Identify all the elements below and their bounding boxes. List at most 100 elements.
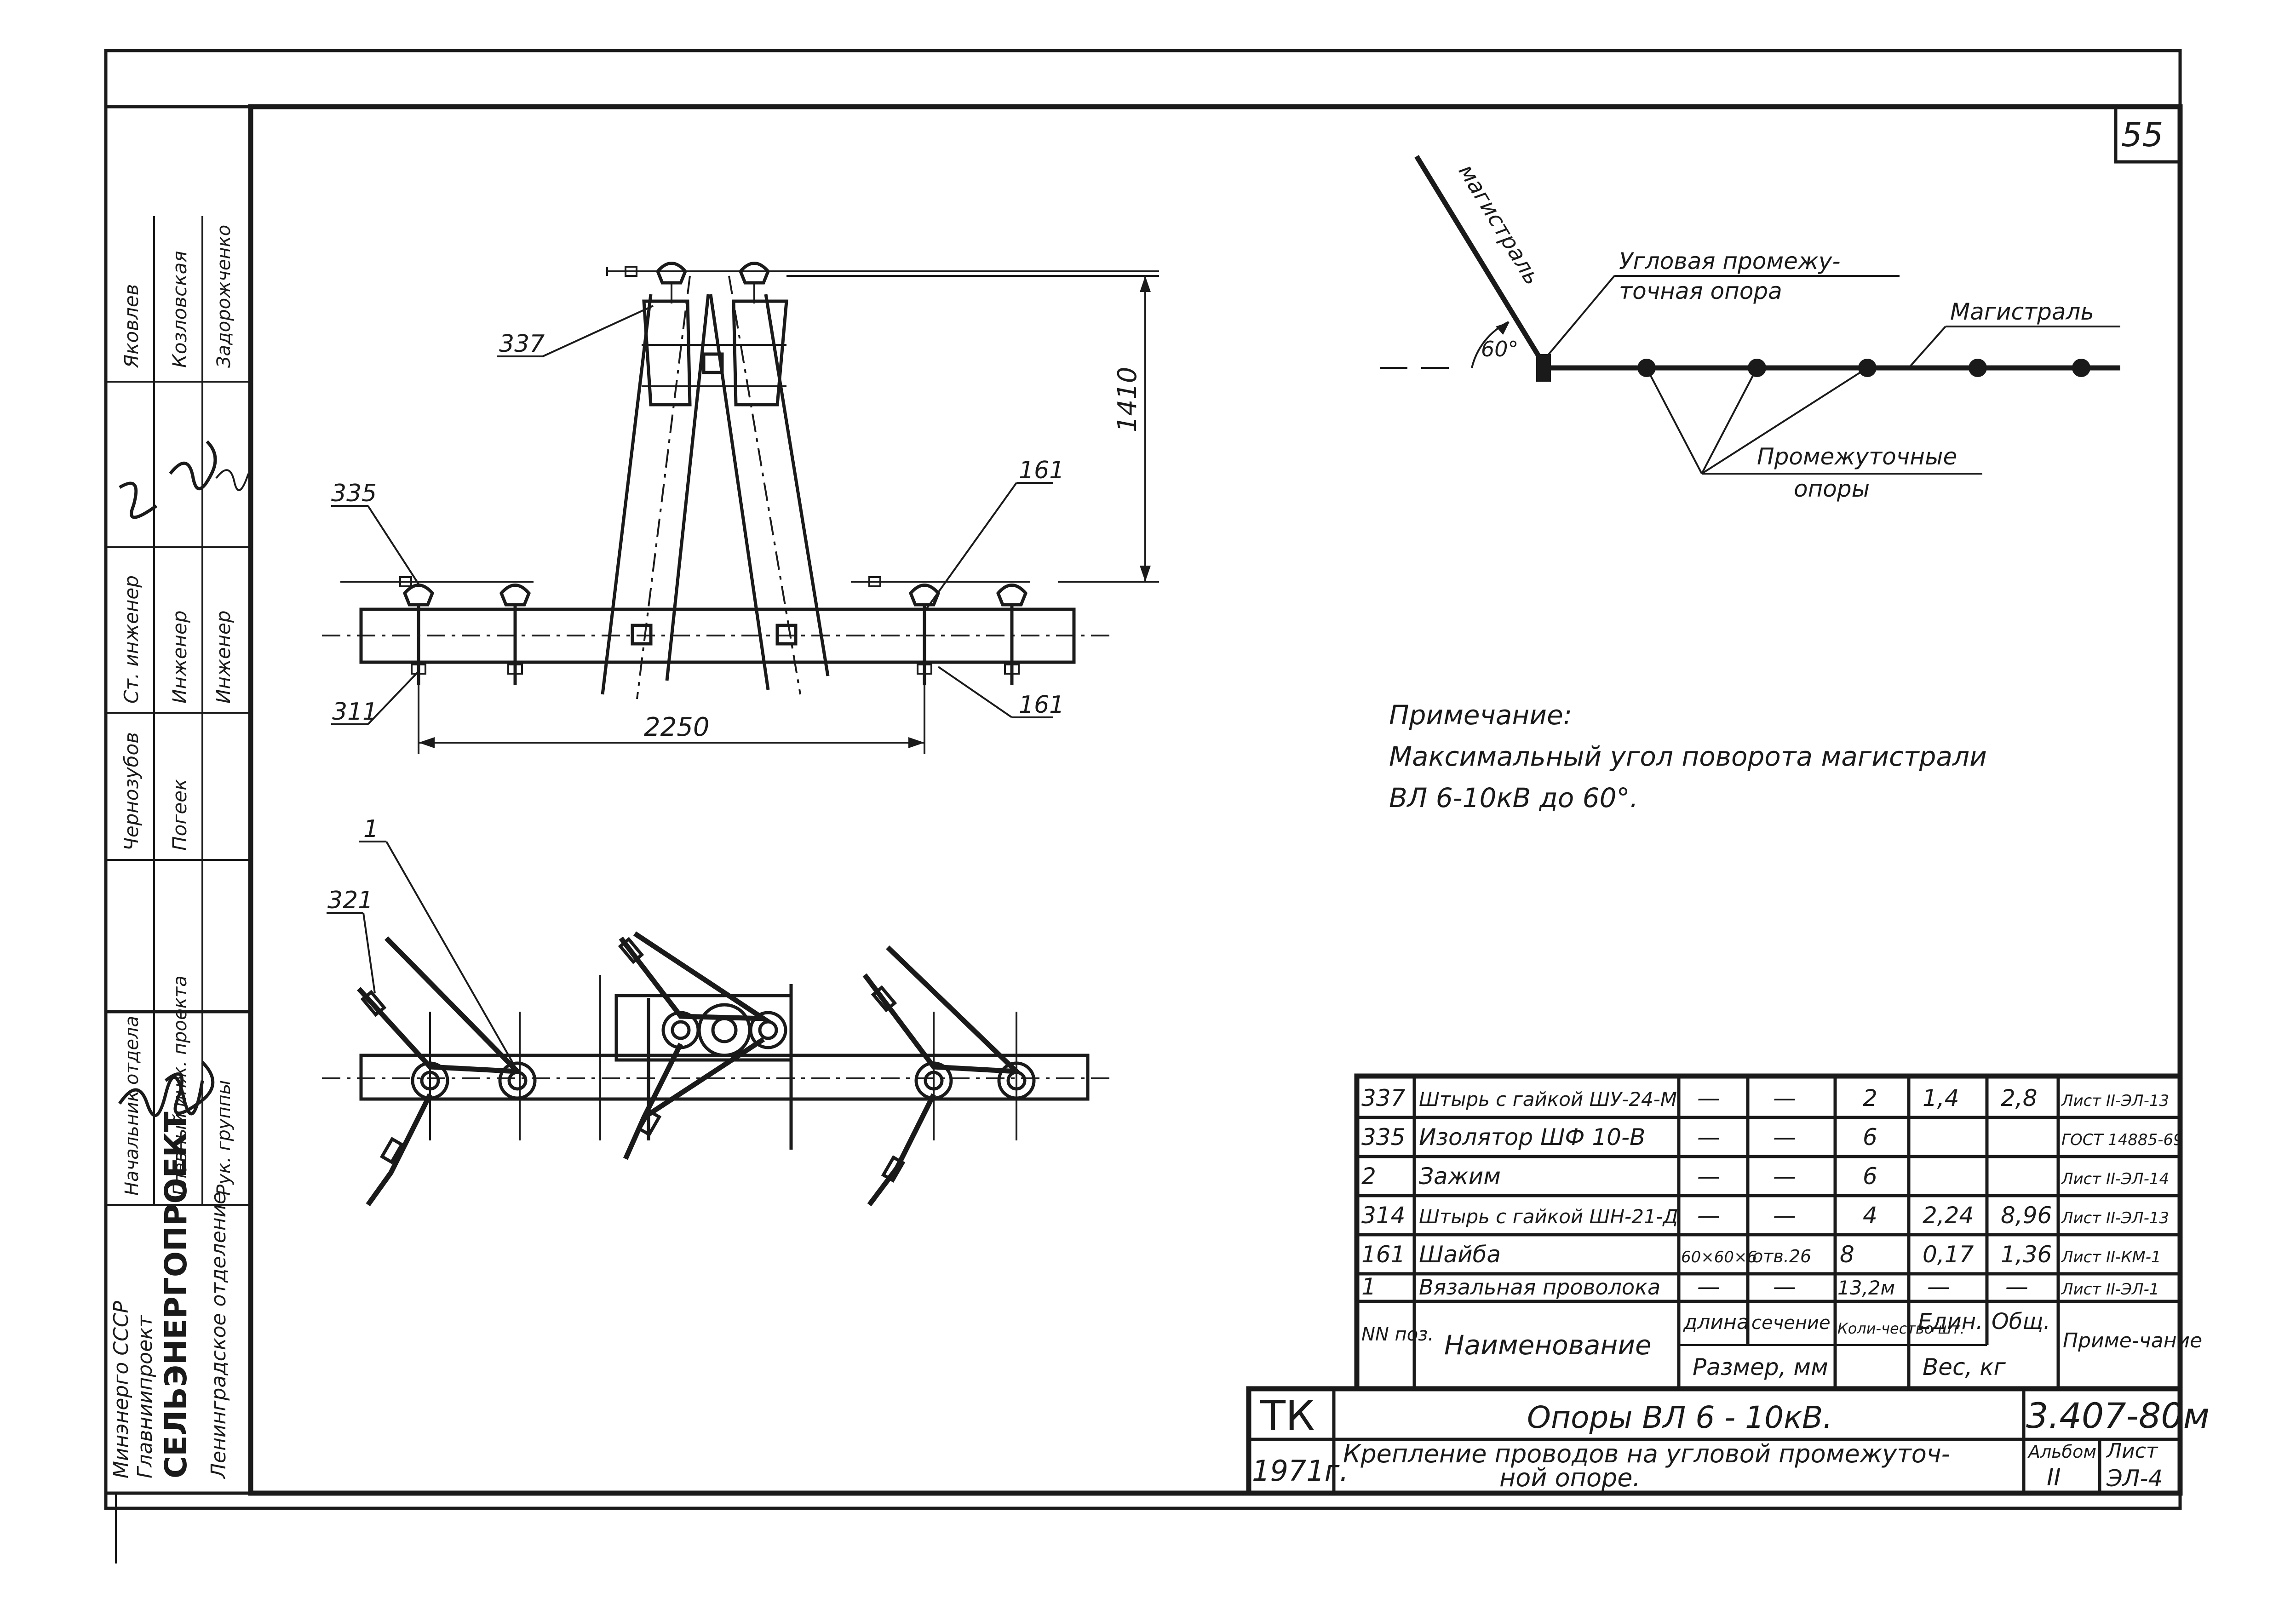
svg-text:—: — [1697, 1202, 1720, 1229]
svg-text:Штырь с гайкой ШН-21-Д: Штырь с гайкой ШН-21-Д [1419, 1205, 1678, 1228]
svg-text:4: 4 [1863, 1202, 1877, 1229]
title-block: ТК 1971г. Опоры ВЛ 6 - 10кВ. Крепление п… [1246, 1386, 2210, 1496]
signature-1 [118, 1076, 204, 1117]
stamp-position-4: Ст. инженер [120, 575, 143, 704]
callout-161-top: 161 [1019, 457, 1064, 484]
header-len: длина [1683, 1311, 1749, 1334]
stamp-name-2: Погеек [168, 779, 191, 851]
page-number-box [2114, 105, 2182, 164]
header-total: Общ. [1992, 1309, 2050, 1334]
svg-text:Лист II-ЭЛ-13: Лист II-ЭЛ-13 [2061, 1092, 2169, 1110]
stamp-name-3: Яковлев [120, 284, 143, 368]
svg-text:6: 6 [1863, 1124, 1877, 1151]
side-stamp: Минэнерго СССР Главниипроект СЕЛЬЭНЕРГОП… [104, 105, 253, 1495]
top-insulators [606, 262, 1159, 304]
spec-table: NN поз. Наименование длина сечение Разме… [1354, 1073, 2202, 1392]
svg-text:—: — [1697, 1163, 1720, 1190]
callout-311: 311 [332, 698, 378, 726]
svg-text:—: — [1697, 1085, 1720, 1111]
header-qty: Коли-чество шт. [1837, 1320, 1965, 1337]
a-frame-right-leg [709, 294, 830, 690]
note-line-1: Максимальный угол поворота магистрали [1389, 741, 1987, 772]
svg-text:337: 337 [1361, 1085, 1406, 1111]
title-sub-line-2: ной опоре. [1499, 1463, 1641, 1492]
elevation-view: 1410 2250 337 335 161 311 161 [322, 262, 1159, 754]
svg-text:2: 2 [1361, 1163, 1376, 1190]
svg-text:—: — [1773, 1163, 1796, 1190]
svg-text:—: — [1697, 1273, 1720, 1300]
header-pos: NN поз. [1361, 1324, 1434, 1345]
svg-text:Лист II-ЭЛ-1: Лист II-ЭЛ-1 [2061, 1280, 2159, 1299]
svg-text:—: — [1773, 1202, 1796, 1229]
svg-text:Лист II-КМ-1: Лист II-КМ-1 [2061, 1248, 2161, 1266]
stamp-org-line-2: Главниипроект [133, 1315, 157, 1478]
mainline-top-label: магистраль [1453, 160, 1545, 289]
svg-text:2,8: 2,8 [2001, 1085, 2038, 1111]
branch-line [1414, 155, 1545, 365]
svg-text:Зажим: Зажим [1419, 1163, 1501, 1190]
svg-text:Изолятор ШФ 10-В: Изолятор ШФ 10-В [1419, 1124, 1645, 1151]
stamp-org-line-1: Минэнерго СССР [109, 1301, 133, 1478]
signature-2 [164, 1061, 215, 1115]
table-row: 335 Изолятор ШФ 10-В — — 6 ГОСТ 14885-69 [1361, 1124, 2183, 1151]
svg-text:0,17: 0,17 [1923, 1241, 1974, 1268]
note-line-2: ВЛ 6-10кВ до 60°. [1389, 782, 1638, 813]
svg-text:—: — [1773, 1124, 1796, 1151]
svg-text:Вязальная проволока: Вязальная проволока [1419, 1275, 1660, 1300]
signature-3 [119, 481, 158, 519]
table-row: 1 Вязальная проволока — — 13,2м — — Лист… [1361, 1273, 2159, 1300]
header-size: Размер, мм [1693, 1354, 1828, 1380]
title-doc-number: 3.407-80м [2026, 1395, 2210, 1436]
svg-text:Штырь с гайкой ШУ-24-М: Штырь с гайкой ШУ-24-М [1419, 1088, 1677, 1111]
svg-text:1: 1 [1361, 1273, 1376, 1300]
header-unit: Един. [1918, 1309, 1983, 1334]
sheet-label: Лист [2106, 1439, 2158, 1463]
stamp-position-6: Инженер [212, 610, 235, 704]
mainline-right-label: Магистраль [1950, 298, 2094, 325]
album-label: Альбом [2027, 1442, 2096, 1462]
svg-text:—: — [2005, 1273, 2028, 1300]
intermediate-label-line1: Промежуточные [1757, 443, 1957, 470]
callout-337: 337 [499, 330, 545, 358]
svg-text:Лист II-ЭЛ-13: Лист II-ЭЛ-13 [2061, 1209, 2169, 1227]
svg-text:335: 335 [1361, 1124, 1405, 1151]
callout-321: 321 [327, 887, 373, 914]
table-row: 337 Штырь с гайкой ШУ-24-М — — 2 1,4 2,8… [1361, 1085, 2169, 1111]
angle-scheme: 60° магистраль Угловая промежу- точная о… [1380, 155, 2120, 502]
svg-text:8,96: 8,96 [2001, 1202, 2052, 1229]
svg-text:Лист II-ЭЛ-14: Лист II-ЭЛ-14 [2061, 1170, 2169, 1188]
note-block: Примечание: Максимальный угол поворота м… [1389, 699, 1987, 813]
stamp-name-4: Козловская [168, 251, 191, 368]
title-year: 1971г. [1252, 1454, 1349, 1488]
stamp-org-line-3: СЕЛЬЭНЕРГОПРОЕКТ [158, 1111, 194, 1478]
svg-text:2: 2 [1863, 1085, 1877, 1111]
svg-text:Шайба: Шайба [1419, 1241, 1501, 1268]
angle-support-label-line1: Угловая промежу- [1619, 248, 1841, 275]
stamp-position-1: Начальник отдела [121, 1016, 143, 1196]
svg-text:6: 6 [1863, 1163, 1877, 1190]
svg-text:13,2м: 13,2м [1837, 1277, 1895, 1299]
signature-4 [169, 440, 217, 490]
svg-text:2,24: 2,24 [1923, 1202, 1974, 1229]
crossarm-insulators [340, 576, 1030, 685]
stamp-position-3: Рук. группы [213, 1080, 235, 1196]
stamp-position-5: Инженер [168, 610, 191, 704]
angle-support-label-line2: точная опора [1619, 278, 1782, 304]
angle-support-marker [1536, 354, 1551, 382]
header-note: Приме-чание [2063, 1329, 2202, 1352]
intermediate-label-line2: опоры [1794, 475, 1870, 502]
dim-height-label: 1410 [1113, 367, 1142, 432]
signature-5 [215, 469, 249, 491]
table-row: 314 Штырь с гайкой ШН-21-Д — — 4 2,24 8,… [1361, 1202, 2169, 1229]
angle-label: 60° [1481, 337, 1519, 361]
svg-text:314: 314 [1361, 1202, 1405, 1229]
svg-text:8: 8 [1840, 1241, 1854, 1268]
sheet-value: ЭЛ-4 [2106, 1465, 2163, 1492]
svg-text:1,36: 1,36 [2001, 1241, 2052, 1268]
svg-text:—: — [1927, 1273, 1950, 1300]
svg-text:—: — [1697, 1124, 1720, 1151]
svg-text:161: 161 [1361, 1241, 1405, 1268]
header-weight: Вес, кг [1923, 1354, 2006, 1380]
svg-text:—: — [1773, 1085, 1796, 1111]
